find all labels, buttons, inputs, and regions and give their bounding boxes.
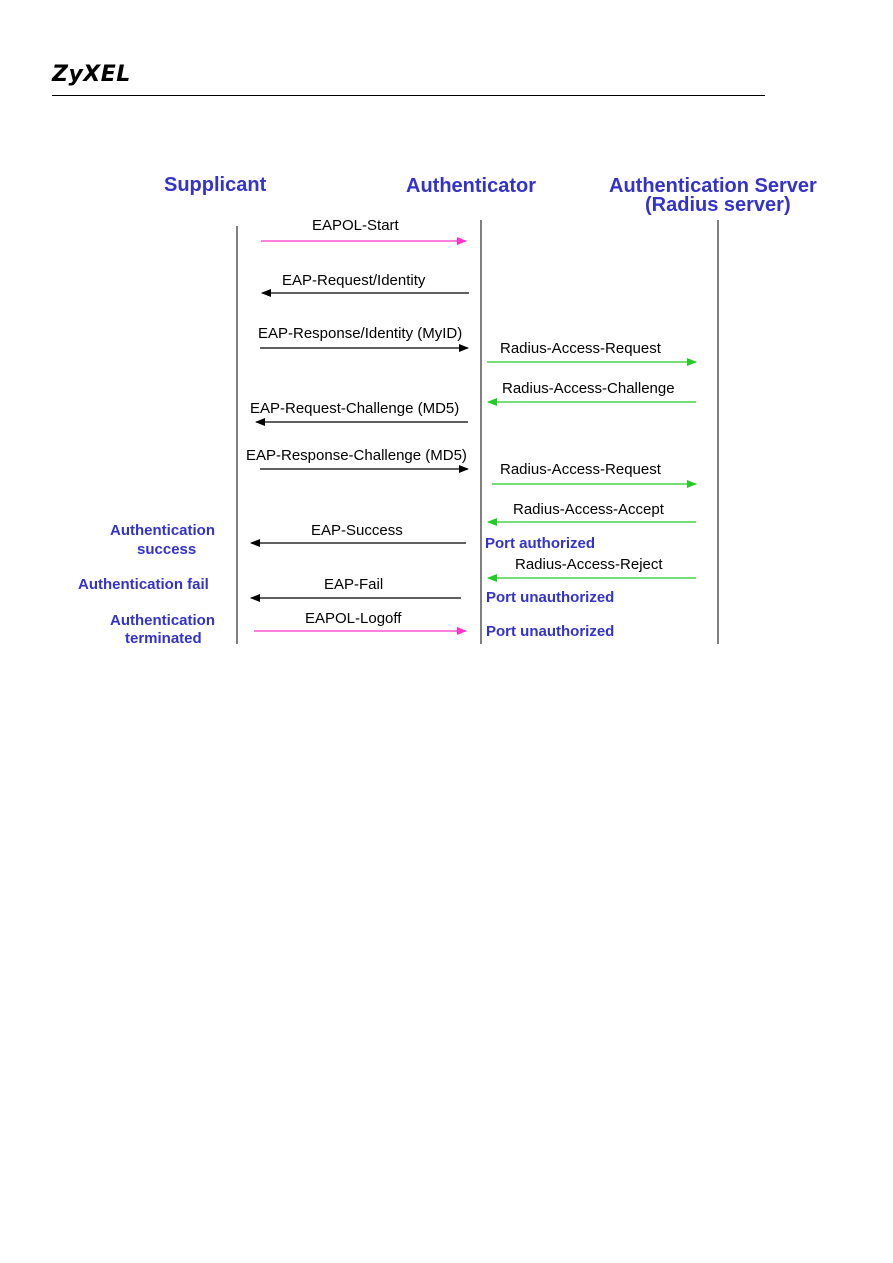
- participant-authenticator: Authenticator: [406, 175, 536, 197]
- message-label: Radius-Access-Request: [500, 340, 662, 357]
- outcome-success: Authentication: [110, 522, 215, 539]
- outcome-terminated-sub: terminated: [125, 630, 202, 647]
- header-rule: [52, 95, 765, 96]
- message-label: Radius-Access-Request: [500, 461, 662, 478]
- message-label: EAP-Fail: [324, 576, 383, 593]
- port-state-unauthorized: Port unauthorized: [486, 589, 614, 606]
- message-label: Radius-Access-Reject: [515, 556, 663, 573]
- message-label: EAP-Success: [311, 522, 403, 539]
- outcome-fail: Authentication fail: [78, 576, 209, 593]
- participant-server: Authentication Server: [609, 175, 817, 197]
- message-label: EAP-Response/Identity (MyID): [258, 325, 462, 342]
- message-label: EAPOL-Start: [312, 217, 400, 234]
- message-label: EAP-Request-Challenge (MD5): [250, 400, 459, 417]
- outcome-success-sub: success: [137, 541, 196, 558]
- zyxel-logo: ZyXEL: [52, 62, 131, 87]
- participant-server-sub: (Radius server): [645, 194, 791, 216]
- message-label: EAP-Request/Identity: [282, 272, 426, 289]
- message-label: Radius-Access-Accept: [513, 501, 665, 518]
- outcome-terminated: Authentication: [110, 612, 215, 629]
- message-label: EAPOL-Logoff: [305, 610, 402, 627]
- participant-supplicant: Supplicant: [164, 174, 267, 196]
- message-label: EAP-Response-Challenge (MD5): [246, 447, 467, 464]
- port-state-authorized: Port authorized: [485, 535, 595, 552]
- message-label: Radius-Access-Challenge: [502, 380, 675, 397]
- port-state-unauthorized: Port unauthorized: [486, 623, 614, 640]
